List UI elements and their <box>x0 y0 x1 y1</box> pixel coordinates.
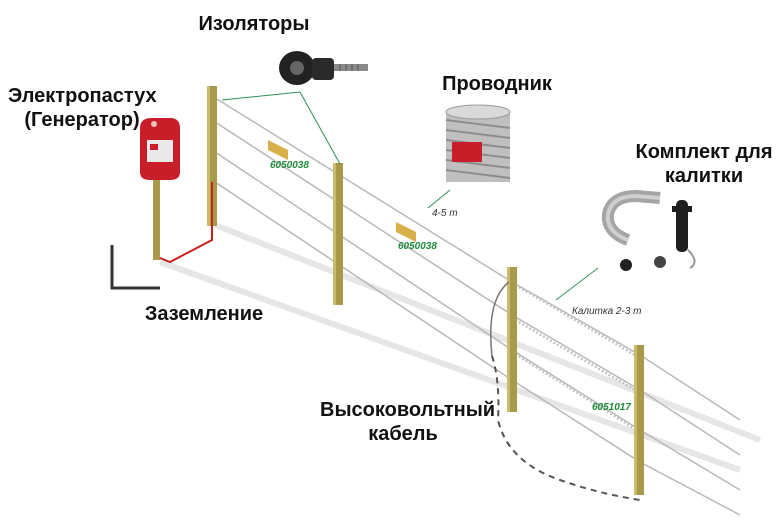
ground-rod <box>110 245 160 290</box>
fence-post-1 <box>207 86 217 226</box>
label-energizer-line1: Электропастух <box>8 85 157 107</box>
warning-sign-2 <box>396 222 416 242</box>
energizer-unit <box>140 118 180 260</box>
fence-wires <box>211 95 741 516</box>
label-gate-kit-line1: Комплект для <box>635 141 773 163</box>
leader-lines <box>221 91 599 301</box>
wire-1 <box>211 95 741 421</box>
label-grounding: Заземление <box>144 303 264 325</box>
fence-post-2 <box>333 163 343 305</box>
warning-sign-1 <box>268 140 288 160</box>
label-gate-kit-line2: калитки <box>664 165 744 187</box>
fence-post-4 <box>634 345 644 495</box>
conductor-spool <box>445 104 511 182</box>
label-energizer-line2: (Генератор) <box>24 109 140 131</box>
hv-cable <box>491 355 641 501</box>
insulator-product <box>279 51 368 85</box>
ground-wire <box>159 182 213 264</box>
fence-post-3 <box>507 267 517 412</box>
label-insulators: Изоляторы <box>198 13 310 35</box>
code-sign-1: 6050038 <box>270 160 309 171</box>
label-hv-cable-line2: кабель <box>368 423 438 445</box>
gate-kit <box>601 189 696 271</box>
wire-2 <box>211 119 741 456</box>
note-gate-width: Калитка 2-3 m <box>572 306 642 317</box>
code-sign-2: 6050038 <box>398 241 437 252</box>
label-conductor: Проводник <box>442 73 552 95</box>
wire-4 <box>211 179 741 516</box>
note-spacing: 4-5 m <box>432 208 458 219</box>
wire-3 <box>211 149 741 491</box>
code-sign-3: 6051017 <box>592 402 631 413</box>
label-hv-cable-line1: Высоковольтный <box>320 399 496 421</box>
gate-wires <box>511 281 641 434</box>
hv-cable-lead <box>490 281 510 357</box>
